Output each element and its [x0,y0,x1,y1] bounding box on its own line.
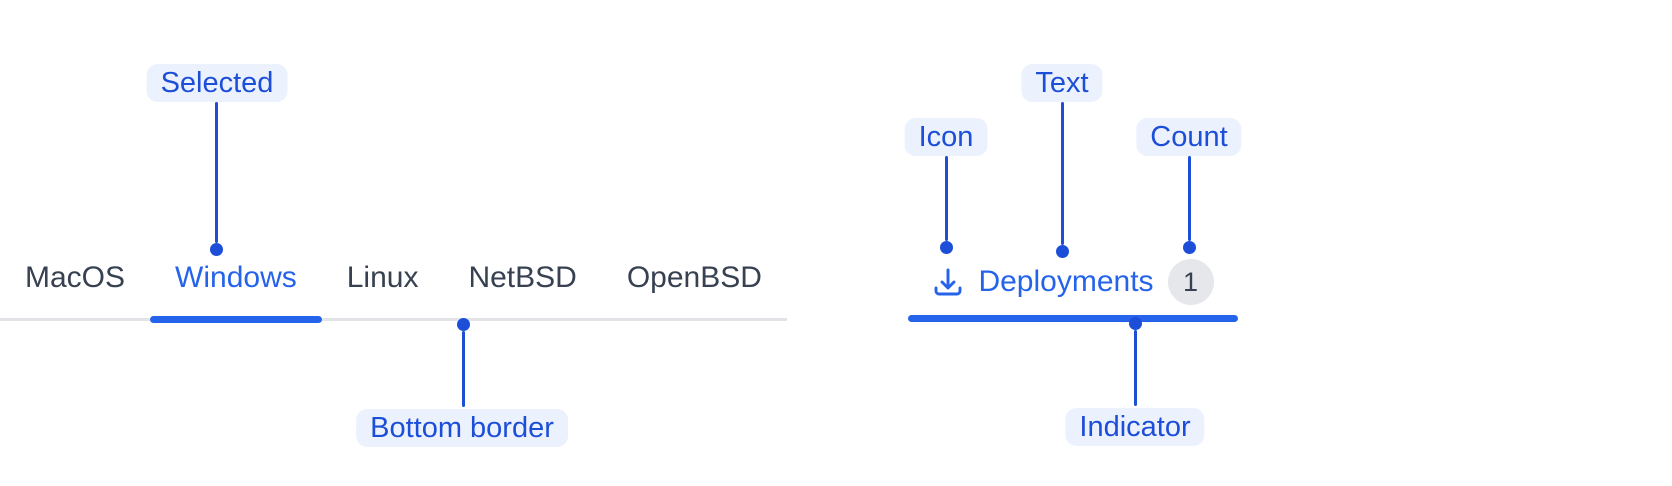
leader-dot-icon [940,241,953,254]
deployments-tab-content: Deployments 1 [908,252,1238,312]
annotation-label-selected: Selected [146,64,288,102]
annotation-label-bottom-border: Bottom border [356,409,568,447]
download-icon [934,268,962,296]
leader-dot-indicator [1129,317,1142,330]
tab-windows-label: Windows [175,261,297,294]
tab-windows[interactable]: Windows [150,242,322,323]
leader-line-bottom-border [462,331,465,407]
tab-netbsd[interactable]: NetBSD [468,261,577,294]
leader-dot-text [1056,245,1069,258]
tab-openbsd[interactable]: OpenBSD [626,261,762,294]
leader-line-text [1061,102,1064,245]
annotation-label-count: Count [1136,118,1242,156]
tab-linux[interactable]: Linux [346,261,419,294]
selected-tab-bottom-border [150,316,322,323]
leader-line-selected [215,102,218,243]
tab-macos[interactable]: MacOS [25,261,126,294]
annotation-label-indicator: Indicator [1065,408,1205,446]
annotation-label-icon: Icon [904,118,988,156]
leader-dot-bottom-border [457,318,470,331]
tab-bar: MacOS Windows Linux NetBSD OpenBSD [0,242,787,323]
annotation-label-text: Text [1021,64,1103,102]
deployments-tab-indicator [908,315,1238,322]
leader-line-icon [945,156,948,241]
deployments-tab-label: Deployments [978,265,1154,298]
leader-dot-count [1183,241,1196,254]
leader-line-indicator [1134,330,1137,406]
deployments-tab[interactable]: Deployments 1 [908,252,1238,322]
leader-dot-selected [210,243,223,256]
leader-line-count [1188,156,1191,241]
deployments-count-badge: 1 [1167,259,1214,305]
